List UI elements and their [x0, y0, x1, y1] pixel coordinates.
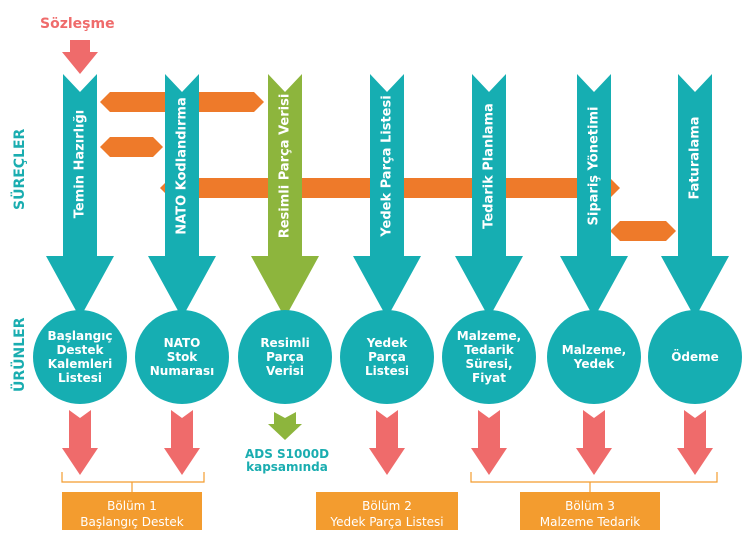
process-arrow	[148, 74, 216, 318]
product-label-line: Yedek	[366, 336, 408, 350]
process-arrow	[251, 74, 319, 318]
section-subtitle: Başlangıç Destek	[80, 515, 184, 529]
product-label-line: Tedarik	[464, 343, 514, 357]
product-label-line: Parça	[266, 350, 304, 364]
section-box: Bölüm 3 Malzeme Tedarik	[520, 492, 660, 530]
product-label-line: Başlangıç	[47, 329, 113, 343]
process-label: Tedarik Planlama	[481, 103, 497, 229]
process-arrow	[353, 74, 421, 318]
process-label: Temin Hazırlığı	[72, 109, 88, 219]
process-label: Faturalama	[687, 116, 703, 200]
section-bracket	[470, 472, 718, 492]
row-label-processes: SÜREÇLER	[12, 128, 28, 210]
section-title: Bölüm 1	[107, 499, 157, 513]
product-label-line: Yedek	[573, 357, 615, 371]
product-label-line: Malzeme,	[456, 329, 522, 343]
product-label-line: NATO	[163, 336, 201, 350]
process-arrow-layer	[46, 74, 729, 318]
product-label: Malzeme,Yedek	[562, 343, 626, 371]
process-label: NATO Kodlandırma	[174, 97, 190, 235]
process-arrow	[46, 74, 114, 318]
connector-arrow	[100, 137, 163, 157]
section-box: Bölüm 1 Başlangıç Destek	[62, 492, 202, 530]
output-arrow	[471, 410, 507, 475]
output-arrow	[62, 410, 98, 475]
product-label-line: Ödeme	[671, 350, 719, 364]
product-label-line: Numarası	[149, 364, 215, 378]
output-arrow	[576, 410, 612, 475]
process-arrow	[455, 74, 523, 318]
ads-note-line-2: kapsamında	[246, 460, 328, 474]
contract-label: Sözleşme	[40, 16, 115, 32]
product-circle: Ödeme	[648, 310, 742, 404]
row-label-products: ÜRÜNLER	[12, 317, 28, 393]
product-label-line: Süresi,	[465, 357, 513, 371]
product-label: Ödeme	[671, 350, 719, 364]
process-label: Yedek Parça Listesi	[379, 95, 395, 237]
product-label-line: Parça	[368, 350, 406, 364]
process-arrow	[661, 74, 729, 318]
section-bracket	[61, 472, 205, 492]
section-title: Bölüm 2	[362, 499, 412, 513]
section-subtitle: Malzeme Tedarik	[539, 515, 641, 529]
product-label-line: Listesi	[57, 371, 103, 385]
output-arrow	[369, 410, 405, 475]
bracket-layer	[61, 472, 718, 492]
process-label: Resimli Parça Verisi	[277, 93, 293, 239]
product-label-line: Malzeme,	[561, 343, 627, 357]
product-circle: Malzeme,Yedek	[547, 310, 641, 404]
product-label-line: Stok	[166, 350, 198, 364]
product-label-line: Fiyat	[472, 371, 506, 385]
product-label-line: Kalemleri	[47, 357, 113, 371]
section-subtitle: Yedek Parça Listesi	[330, 515, 444, 529]
ads-note-line-1: ADS S1000D	[244, 447, 330, 461]
output-arrow	[677, 410, 713, 475]
process-arrow	[560, 74, 628, 318]
section-box: Bölüm 2 Yedek Parça Listesi	[316, 492, 458, 530]
contract-arrow-icon	[62, 40, 98, 74]
product-label-line: Destek	[56, 343, 104, 357]
output-arrow-layer	[62, 410, 713, 475]
process-label: Sipariş Yönetimi	[586, 106, 602, 226]
product-label-line: Listesi	[364, 364, 410, 378]
product-label-line: Resimli	[260, 336, 310, 350]
output-arrow	[164, 410, 200, 475]
ads-arrow	[268, 412, 302, 440]
ads-note: ADS S1000D kapsamında	[242, 448, 332, 474]
connector-arrow	[610, 221, 676, 241]
section-title: Bölüm 3	[565, 499, 615, 513]
product-label-line: Verisi	[265, 364, 305, 378]
